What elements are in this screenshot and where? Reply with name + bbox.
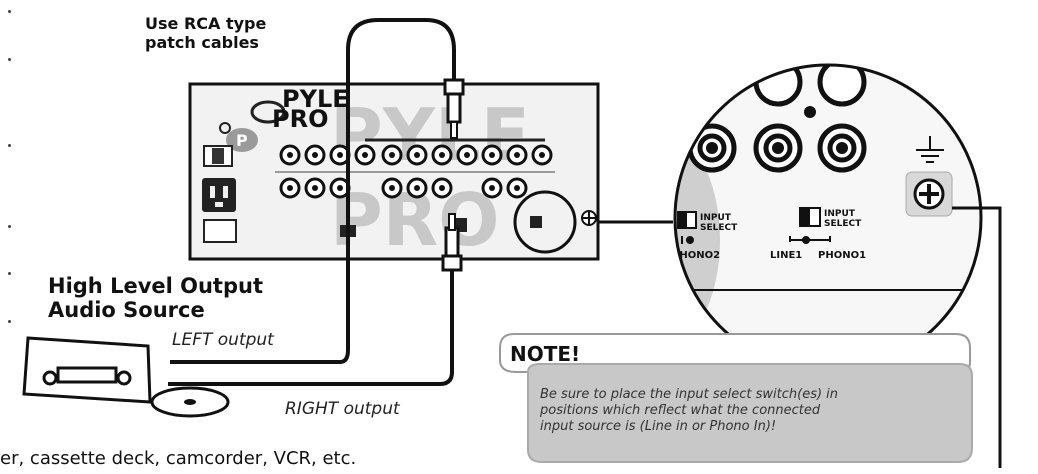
rca-plug-bottom-icon [441,213,463,272]
zoom-phono1-label: PHONO1 [818,250,866,261]
margin-dot [8,225,11,228]
margin-dot [8,144,11,147]
zoom-gnd-label: GR [920,89,939,103]
fuse-holder-icon [203,219,237,243]
zoom-input-select-left: INPUT [700,213,732,223]
logo-swoosh-icon [250,100,286,124]
zoom-phono2-label: PHONO2 [672,250,720,261]
margin-dot [8,320,11,323]
right-cable [168,270,454,386]
note-header-box [499,333,971,373]
zoom-input-select-right: INPUT [824,209,856,219]
svg-text:P: P [236,131,248,150]
left-cable [170,18,456,364]
audio-source-title: High Level Output Audio Source [48,274,263,322]
left-output-label: LEFT output [172,330,274,350]
margin-dot [8,272,11,275]
rca-patch-cables [168,18,456,386]
logo-p-badge-icon [226,128,258,152]
note-body-box [527,363,973,463]
cables-label: Use RCA type patch cables [145,14,267,52]
ground-wire [952,206,1002,468]
panel-brand: PYLE [282,85,349,113]
panel-watermark-pyle: PYLE [330,93,530,177]
magnify-source-circle [513,190,577,254]
rca-plug-top-icon [443,78,465,139]
margin-dot [8,10,11,13]
amplifier-rear-panel: PYLE PRO P [188,82,673,262]
note-title: NOTE! [510,342,581,366]
note-body: Be sure to place the input select switch… [540,387,839,434]
zoom-detail: GR INPUT SELECT INPUT SELECT PHONO2 LINE… [672,63,983,373]
zoom-line1-label: LINE1 [770,250,802,261]
rca-jacks-top [279,144,553,166]
panel-brand-sub: PRO [272,105,329,133]
source-examples-text: er, cassette deck, camcorder, VCR, etc. [0,448,357,469]
margin-dot [8,58,11,61]
svg-text:SELECT: SELECT [700,223,738,233]
svg-text:SELECT: SELECT [824,219,862,229]
right-output-label: RIGHT output [285,399,400,419]
audio-source-device-icon [22,336,230,418]
rca-jacks-bottom [279,177,528,199]
